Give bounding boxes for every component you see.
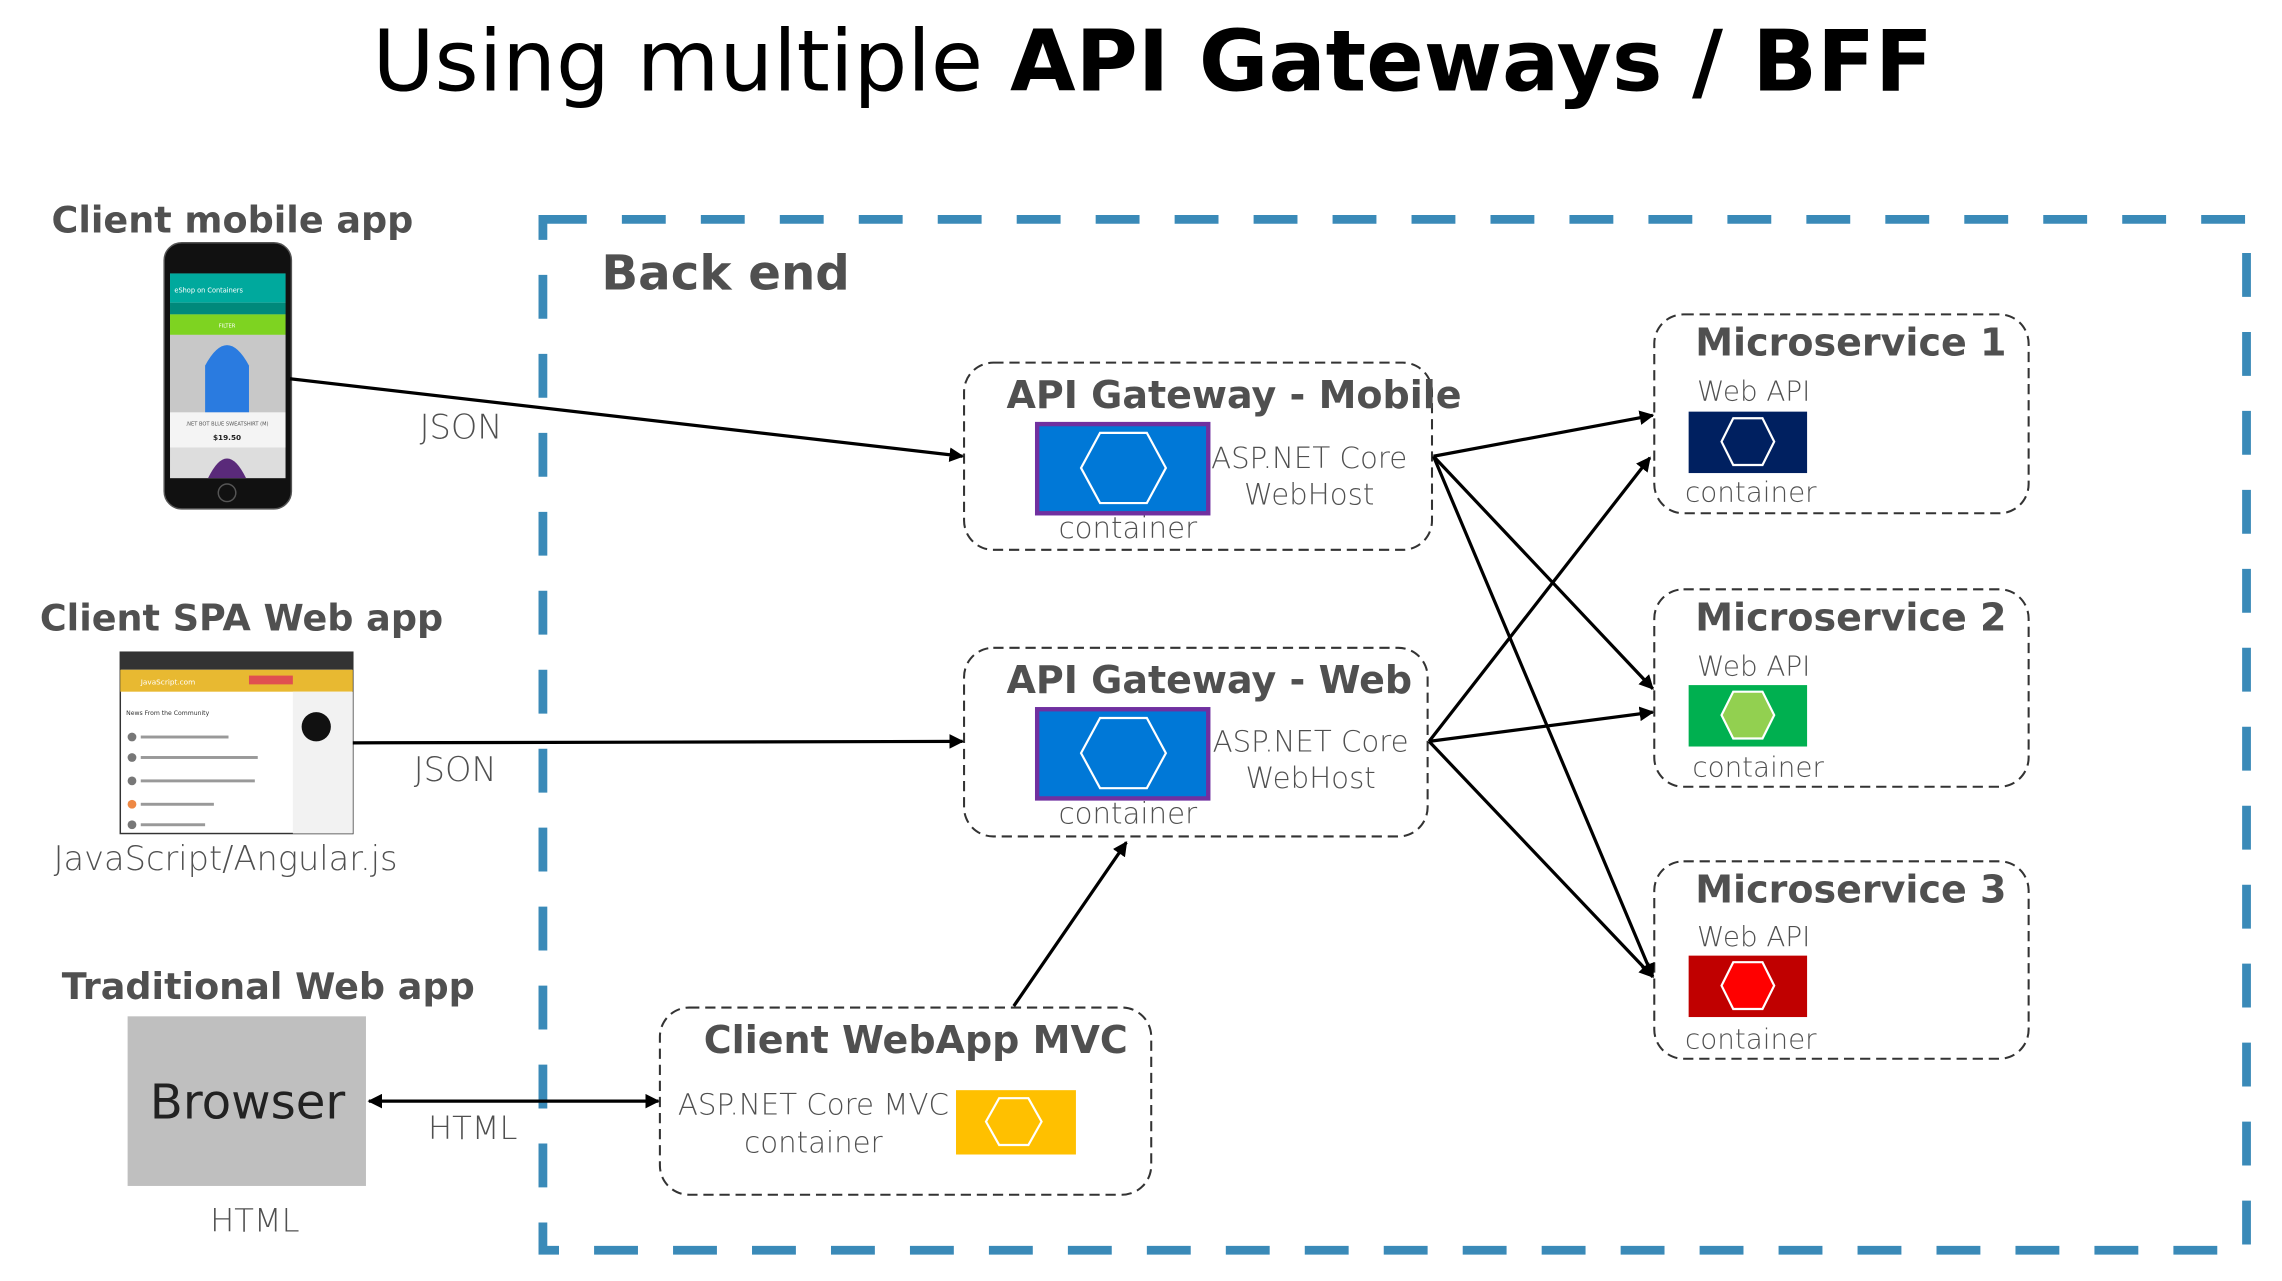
container-icon: [1034, 707, 1211, 801]
svg-text:ASP.NET Core: ASP.NET Core: [1211, 441, 1407, 475]
svg-text:Web API: Web API: [1697, 920, 1810, 953]
backend-label: Back end: [601, 246, 849, 302]
arrow-gwm-ms1: [1433, 410, 1655, 458]
container-icon: [956, 1090, 1076, 1155]
phone-image: eShop on Containers FILTER .NET BOT BLUE…: [163, 242, 293, 510]
microservice-1: Microservice 1 Web API container: [1653, 313, 2030, 515]
arrow-gwm-ms3: [1431, 455, 1655, 979]
svg-text:WebHost: WebHost: [1244, 478, 1374, 512]
browser-label: Browser: [150, 1075, 346, 1131]
svg-text:News From the Community: News From the Community: [126, 710, 209, 717]
client-webapp-mvc: Client WebApp MVC ASP.NET Core MVC conta…: [658, 1006, 1153, 1196]
arrow-mvc-to-gateway-web: [1012, 841, 1128, 1007]
spa-caption: JavaScript/Angular.js: [54, 839, 398, 878]
svg-text:Microservice 1: Microservice 1: [1695, 320, 2006, 364]
svg-text:Web API: Web API: [1697, 375, 1810, 408]
svg-text:API Gateway - Mobile: API Gateway - Mobile: [1006, 373, 1461, 417]
api-gateway-mobile: API Gateway - Mobile container ASP.NET C…: [963, 361, 1462, 551]
microservice-3: Microservice 3 Web API container: [1653, 860, 2030, 1060]
svg-text:API Gateway - Web: API Gateway - Web: [1006, 658, 1412, 702]
svg-text:container: container: [1685, 476, 1817, 509]
api-gateway-web: API Gateway - Web container ASP.NET Core…: [963, 646, 1429, 838]
svg-text:ASP.NET Core MVC: ASP.NET Core MVC: [678, 1087, 949, 1121]
arrow-gwm-ms2: [1432, 455, 1654, 690]
svg-text:Microservice 3: Microservice 3: [1695, 867, 2006, 911]
client-traditional-label: Traditional Web app: [62, 965, 475, 1008]
connector-arrows: [289, 377, 1655, 1109]
spa-screenshot-image: JavaScript.com News From the Community: [119, 651, 354, 835]
svg-text:FILTER: FILTER: [219, 324, 236, 330]
html-label: HTML: [428, 1109, 517, 1147]
client-spa-label: Client SPA Web app: [40, 596, 443, 639]
arrow-gww-ms2: [1428, 706, 1655, 743]
browser-box: [127, 1016, 366, 1186]
svg-text:WebHost: WebHost: [1245, 761, 1375, 795]
backend-boundary: [538, 214, 2251, 1255]
arrow-gww-ms3: [1427, 740, 1654, 978]
svg-text:.NET BOT BLUE SWEATSHIRT (M): .NET BOT BLUE SWEATSHIRT (M): [186, 422, 269, 428]
svg-text:container: container: [744, 1125, 883, 1159]
client-mobile-label: Client mobile app: [52, 199, 414, 242]
svg-text:container: container: [1685, 1022, 1817, 1055]
svg-text:$19.50: $19.50: [213, 433, 241, 442]
arrow-mobile-to-gateway: [289, 377, 965, 463]
container-icon: [1688, 411, 1808, 474]
json-label-mobile: JSON: [420, 408, 503, 447]
arrow-gww-ms1: [1427, 456, 1652, 743]
json-label-spa: JSON: [414, 750, 497, 789]
svg-text:container: container: [1692, 750, 1824, 783]
svg-text:Web API: Web API: [1697, 650, 1810, 683]
svg-text:container: container: [1059, 796, 1198, 830]
arrow-spa-to-gateway: [352, 734, 965, 749]
svg-text:JavaScript.com: JavaScript.com: [140, 677, 195, 686]
svg-text:Client WebApp MVC: Client WebApp MVC: [704, 1018, 1128, 1062]
svg-text:ASP.NET Core: ASP.NET Core: [1213, 725, 1409, 759]
browser-caption: HTML: [210, 1201, 299, 1239]
svg-text:eShop on Containers: eShop on Containers: [174, 286, 243, 294]
svg-text:container: container: [1059, 511, 1198, 545]
microservice-2: Microservice 2 Web API container: [1653, 588, 2030, 788]
container-icon: [1034, 421, 1211, 516]
svg-text:Microservice 2: Microservice 2: [1695, 595, 2006, 639]
page-title: Using multiple API Gateways / BFF: [372, 13, 1932, 112]
